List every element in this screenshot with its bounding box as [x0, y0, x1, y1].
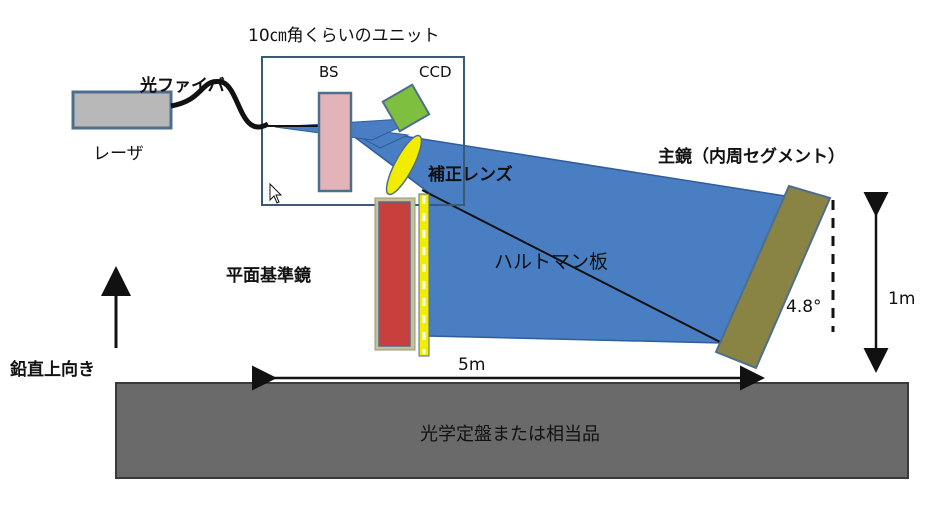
beam-diagonal: [421, 189, 723, 344]
optical-table-label: 光学定盤または相当品: [420, 424, 600, 445]
mouse-cursor-icon: [269, 182, 283, 204]
flat-reference-mirror: [378, 201, 411, 347]
distance-label: 5m: [458, 355, 485, 375]
hartmann-plate-label: ハルトマン板: [494, 251, 608, 273]
laser-box: [71, 90, 173, 130]
optical-fiber: [170, 79, 270, 130]
ccd-label: CCD: [419, 63, 452, 81]
hartmann-plate: [418, 193, 430, 357]
laser-label: レーザ: [93, 144, 144, 164]
correction-lens-label: 補正レンズ: [427, 164, 513, 185]
unit-box: [261, 56, 465, 206]
angle-label: 4.8°: [786, 297, 822, 317]
bs-label: BS: [319, 63, 339, 81]
beam-main: [339, 125, 787, 344]
fiber-label: 光ファイバ: [139, 75, 225, 96]
height-label: 1m: [888, 289, 915, 309]
correction-lens: [385, 134, 423, 196]
ccd-sensor: [381, 83, 431, 133]
flat-mirror-label: 平面基準鏡: [226, 265, 311, 286]
primary-mirror-label: 主鏡（内周セグメント）: [658, 146, 845, 167]
unit-box-label: 10㎝角くらいのユニット: [248, 26, 440, 46]
beam-splitter: [317, 91, 353, 193]
optical-table: [115, 382, 909, 479]
vertical-up-label: 鉛直上向き: [10, 359, 95, 380]
